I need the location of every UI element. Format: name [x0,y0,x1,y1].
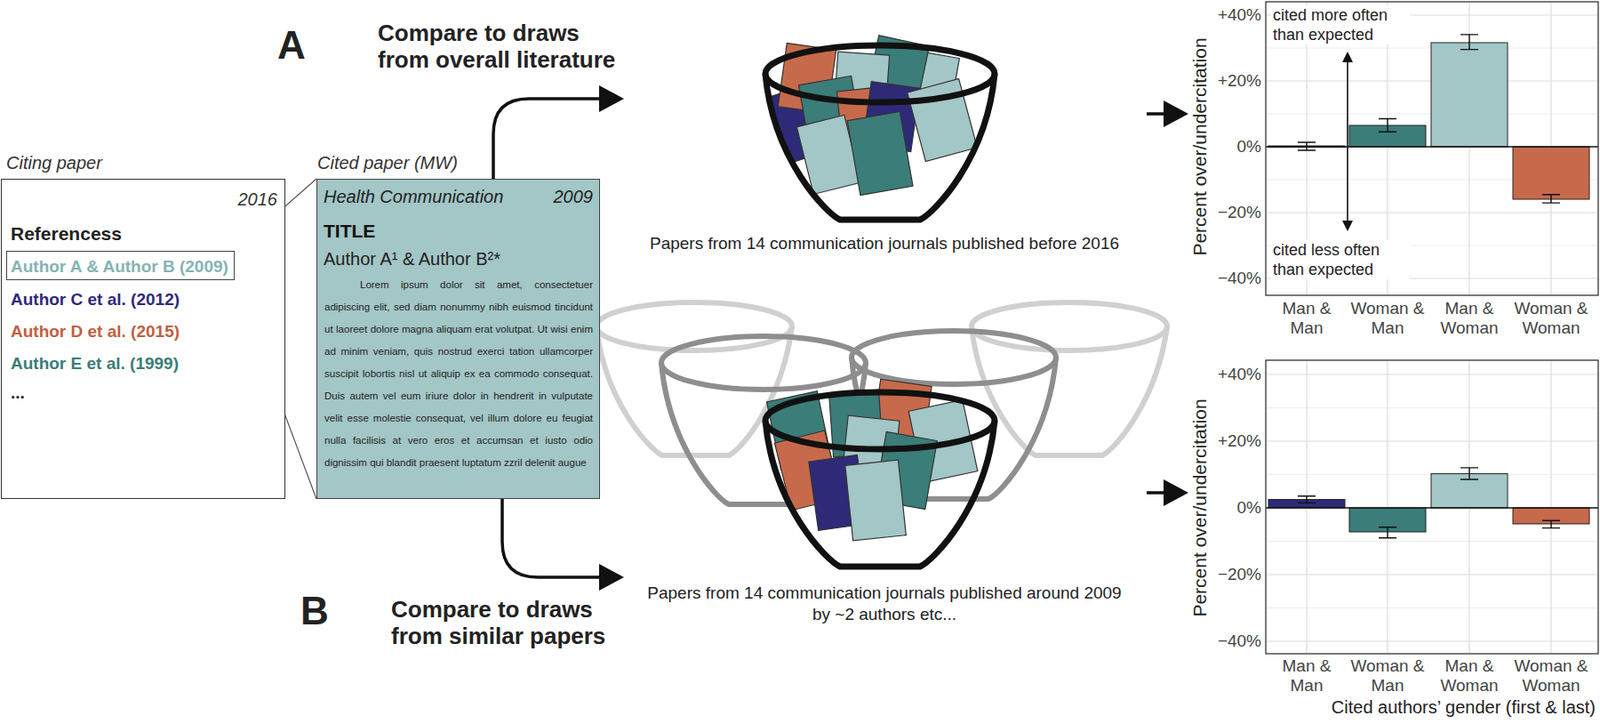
panel-letter: A [277,21,306,69]
bar-chart-panel: Percent over/undercitation+40% +20% 0% −20%… [1186,351,1600,724]
tick-label: −40% [1193,630,1262,651]
body-text: Lorem ipsum dolor sit amet, consectetuer… [324,273,593,474]
panel-heading: Compare to draws from overall literature [377,19,629,73]
category-label: Man & Woman [1428,298,1511,338]
annotation: cited less often than expected [1271,240,1410,280]
tick-label: 0% [1193,496,1262,518]
pool-caption: Papers from 14 communication journals pu… [641,582,1128,625]
axis-title: Cited authors’ gender (first & last) [1240,696,1596,718]
reference: Author E et al. (1999) [10,352,179,374]
year: 2009 [520,185,593,208]
axis-title: Percent over/undercitation [1188,13,1210,280]
tick-label: −20% [1193,563,1262,584]
citing-paper-box: Citing paper2016ReferencessAuthor C et a… [0,178,286,499]
reference: Author C et al. (2012) [10,288,180,310]
reference-box: Author A & Author B (2009) [6,250,235,280]
bar-chart-panel: Percent over/undercitation cited more oft… [1186,0,1600,343]
panel-letter: B [300,586,329,634]
bar-chart-b [1265,360,1599,654]
pool-caption: Papers from 14 communication journals pu… [622,232,1147,254]
bowl-b [765,378,995,567]
tick-label: −20% [1193,201,1262,223]
category-label: Man & Man [1265,298,1348,338]
similar-papers-pool: Papers from 14 communication journals pu… [622,284,1147,627]
category-label: Man & Woman [1428,656,1511,696]
journal-name: Health Communication [323,185,504,208]
tick-label: +20% [1193,430,1262,451]
reference: Author A & Author B (2009) [10,256,229,277]
panel-heading: Compare to draws from similar papers [391,595,642,649]
paper-title: TITLE [323,219,376,242]
category-label: Woman & Woman [1510,656,1592,696]
category-label: Woman & Man [1346,656,1429,696]
tick-label: +40% [1193,363,1262,384]
category-label: Man & Man [1265,656,1348,696]
category-label: Woman & Man [1346,298,1429,338]
category-label: Woman & Woman [1510,298,1592,338]
box-heading: Citing paper [6,152,103,174]
flow-arrow [502,498,614,577]
year: 2016 [204,188,278,210]
literature-pool: Papers from 14 communication journals pu… [622,35,1147,258]
box-heading: Cited paper (MW) [317,152,458,174]
reference: Author D et al. (2015) [10,320,180,342]
tick-label: −40% [1193,267,1262,288]
annotation: cited more often than expected [1271,5,1410,45]
bar-chart-a [1265,1,1599,296]
tick-label: +40% [1193,4,1262,25]
cited-paper-box: Cited paper (MW)Health Communication2009… [316,178,600,499]
section-heading: Referencess [10,222,122,245]
flow-arrow [493,98,614,179]
ellipsis: ... [10,382,25,403]
axis-title: Percent over/undercitation [1188,374,1210,641]
flow-arrow [1146,112,1178,116]
author-line: Author A¹ & Author B²* [323,248,501,270]
tick-label: +20% [1193,70,1262,91]
flow-arrow [1146,490,1178,495]
tick-label: 0% [1193,136,1262,157]
bowl-a [750,35,995,220]
